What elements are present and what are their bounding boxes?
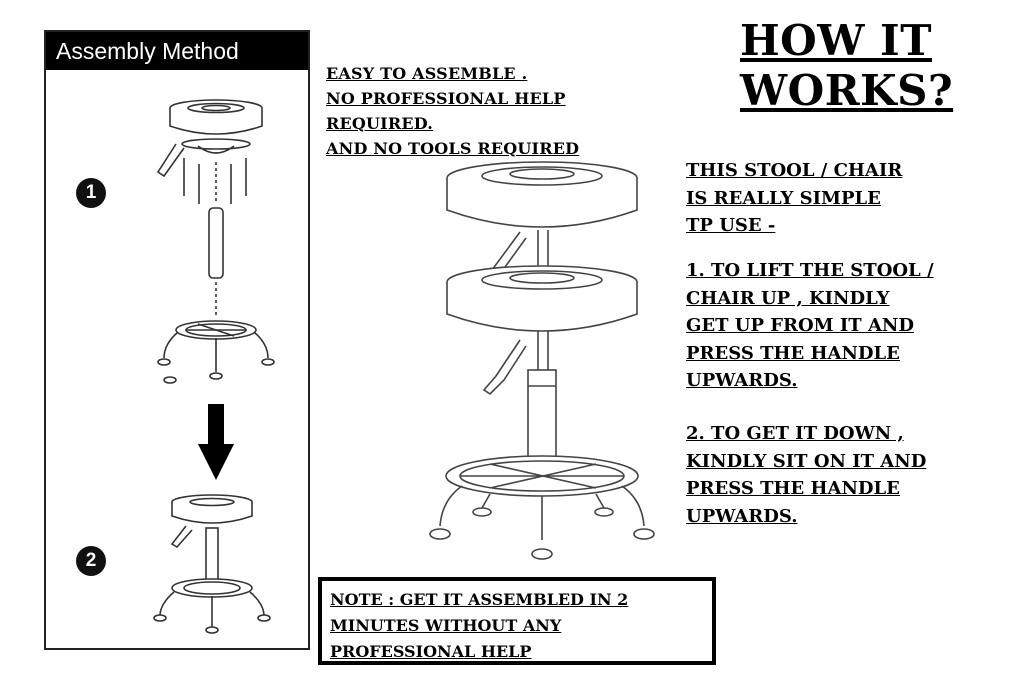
simple-line: TP USE -	[686, 215, 776, 236]
simple-line: THIS STOOL / CHAIR	[686, 160, 903, 181]
simple-line: IS REALLY SIMPLE	[686, 187, 881, 209]
intro-text: EASY TO ASSEMBLE . NO PROFESSIONAL HELP …	[326, 61, 646, 161]
stool-height-adjust-illustration	[429, 161, 655, 560]
step-2-badge: 2	[76, 546, 106, 576]
title-line: HOW IT	[740, 16, 932, 65]
note-line: MINUTES WITHOUT ANY	[330, 616, 562, 635]
note-line: NOTE : GET IT ASSEMBLED IN 2	[330, 590, 629, 609]
intro-line: REQUIRED.	[326, 114, 434, 133]
assembly-panel: Assembly Method	[44, 30, 310, 650]
intro-line: EASY TO ASSEMBLE .	[326, 64, 528, 83]
down-line: PRESS THE HANDLE	[686, 478, 900, 499]
lift-line: 1. TO LIFT THE STOOL /	[686, 260, 934, 281]
lift-instructions: 1. TO LIFT THE STOOL / CHAIR UP , KINDLY…	[686, 257, 1006, 395]
title-line: WORKS?	[740, 66, 954, 115]
lower-instructions: 2. TO GET IT DOWN , KINDLY SIT ON IT AND…	[686, 420, 1006, 530]
note-box: NOTE : GET IT ASSEMBLED IN 2 MINUTES WIT…	[318, 577, 716, 665]
lift-line: CHAIR UP , KINDLY	[686, 287, 890, 309]
note-line: PROFESSIONAL HELP	[330, 642, 532, 661]
intro-line: NO PROFESSIONAL HELP	[326, 89, 566, 108]
down-line: 2. TO GET IT DOWN ,	[686, 423, 904, 444]
intro-line: AND NO TOOLS REQUIRED	[326, 139, 580, 158]
assembly-illustration	[153, 99, 275, 634]
lift-line: GET UP FROM IT AND	[686, 315, 914, 336]
simple-use-text: THIS STOOL / CHAIR IS REALLY SIMPLE TP U…	[686, 157, 1006, 240]
down-arrow-icon	[198, 404, 234, 480]
down-line: KINDLY SIT ON IT AND	[686, 450, 927, 472]
assembly-header: Assembly Method	[46, 32, 308, 70]
lift-line: UPWARDS.	[686, 370, 798, 391]
stool-exploded-diagram	[156, 99, 275, 384]
down-line: UPWARDS.	[686, 505, 798, 527]
stool-assembled-diagram	[153, 494, 271, 634]
step-1-badge: 1	[76, 178, 106, 208]
how-it-works-title: HOW IT WORKS?	[740, 16, 1000, 116]
lift-line: PRESS THE HANDLE	[686, 342, 900, 364]
